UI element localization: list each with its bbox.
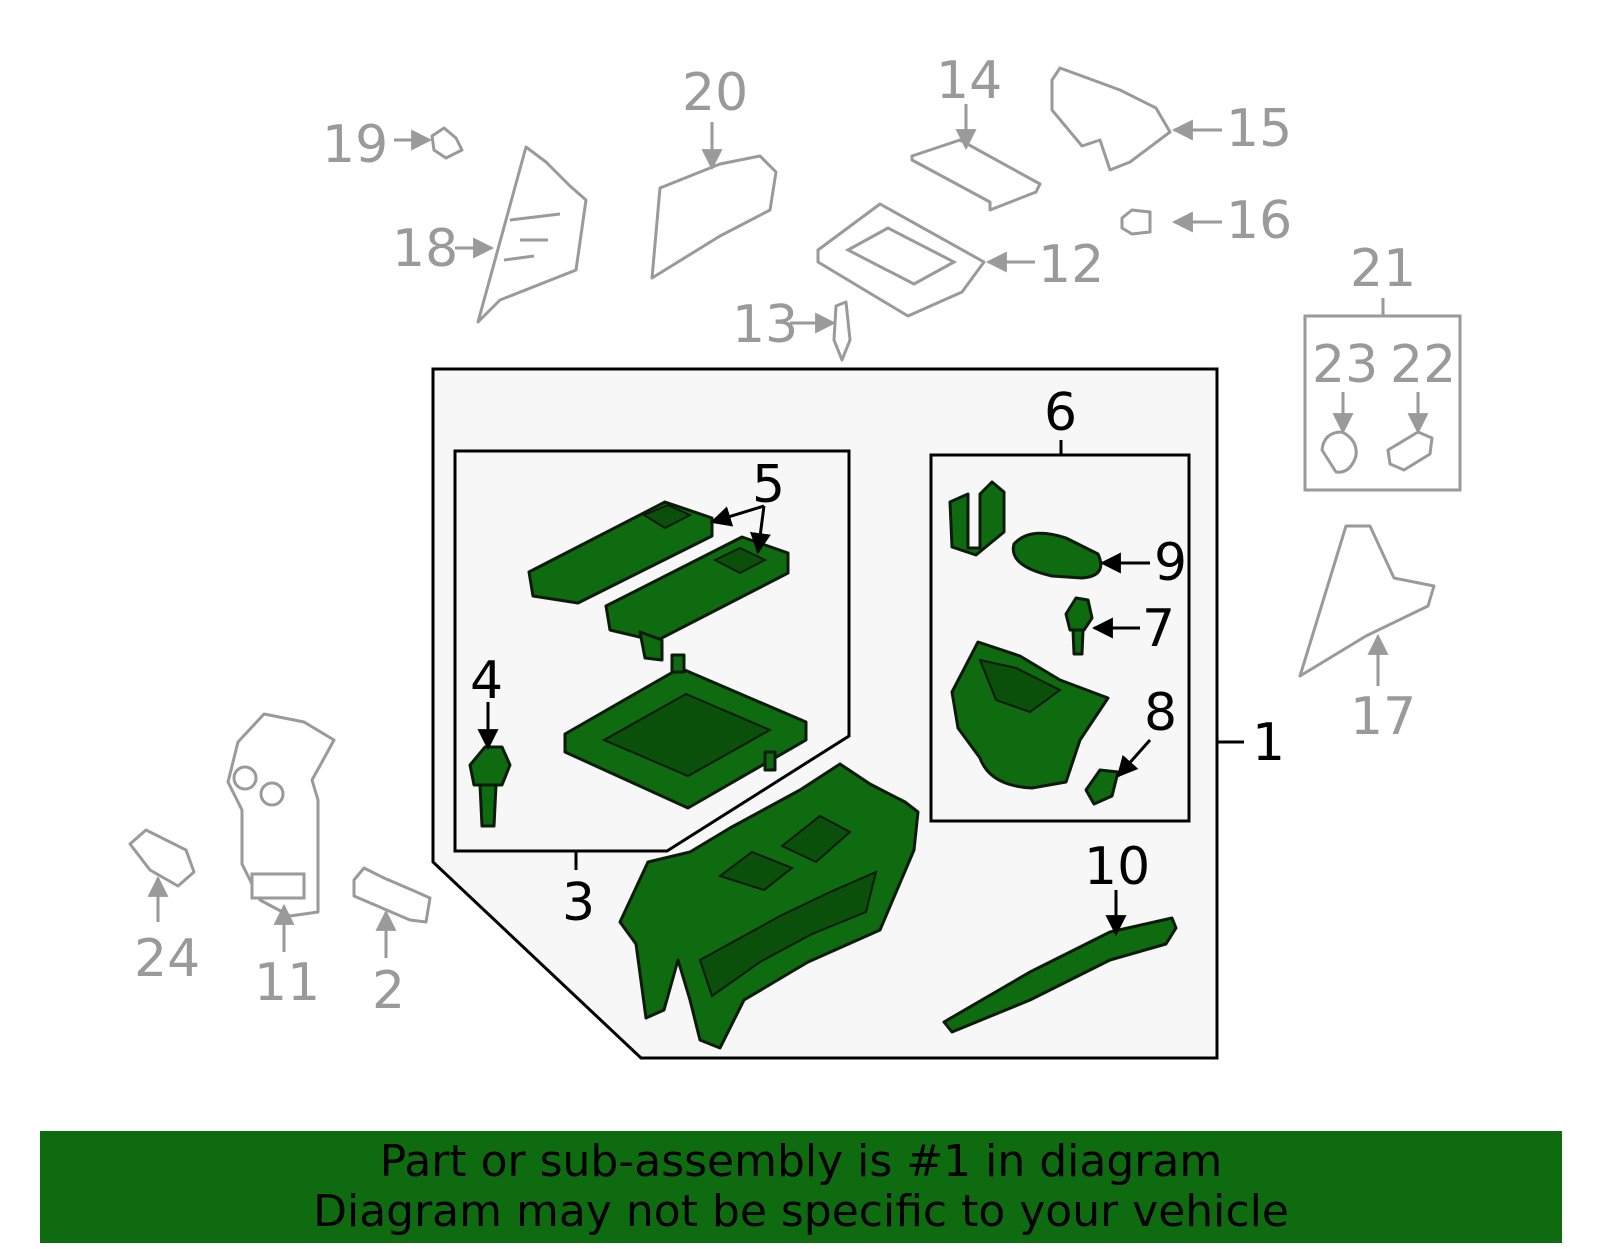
callout-22: 22 [1390, 335, 1456, 395]
plate-part-14 [910, 138, 1042, 212]
rear-panel-part-11 [226, 712, 336, 918]
cap-part-23 [1320, 430, 1358, 474]
bracket-part-2 [352, 866, 432, 924]
console-body [618, 762, 920, 1050]
footer-banner: Part or sub-assembly is #1 in diagram Di… [40, 1131, 1562, 1243]
footer-line-2: Diagram may not be specific to your vehi… [313, 1186, 1289, 1237]
bolt-part-16 [1120, 208, 1152, 236]
callout-4: 4 [470, 651, 503, 711]
callout-5: 5 [752, 455, 785, 515]
plug-part-7 [1064, 596, 1094, 656]
callout-11: 11 [254, 953, 320, 1013]
callout-19: 19 [322, 115, 388, 175]
button-part-24 [128, 828, 196, 888]
bolt-part-19 [430, 126, 464, 160]
bracket-part-6 [948, 480, 1006, 557]
callout-20: 20 [682, 63, 748, 123]
callout-1: 1 [1252, 713, 1285, 773]
callout-3: 3 [562, 873, 595, 933]
callout-23: 23 [1312, 335, 1378, 395]
callout-15: 15 [1226, 99, 1292, 159]
callout-2: 2 [372, 961, 405, 1021]
callout-24: 24 [134, 929, 200, 989]
callout-18: 18 [392, 219, 458, 279]
callout-6: 6 [1044, 383, 1077, 443]
tray-part-12 [816, 202, 986, 318]
clip-part-8 [1084, 768, 1120, 806]
panel-part-18 [476, 145, 588, 324]
callout-7: 7 [1142, 599, 1175, 659]
tray-base [563, 653, 808, 810]
box-part-21 [1303, 314, 1462, 492]
trim-strip-part-10 [942, 916, 1178, 1034]
callout-8: 8 [1144, 683, 1177, 743]
callout-16: 16 [1226, 191, 1292, 251]
mat-part-9 [1011, 531, 1103, 580]
footer-line-1: Part or sub-assembly is #1 in diagram [379, 1136, 1223, 1187]
callout-9: 9 [1154, 533, 1187, 593]
callout-17: 17 [1350, 687, 1416, 747]
panel-part-17 [1298, 524, 1436, 678]
panel-part-20 [650, 154, 778, 280]
callout-13: 13 [732, 295, 798, 355]
callout-10: 10 [1084, 837, 1150, 897]
cupholder-part [950, 640, 1110, 790]
lid-part-5 [527, 500, 790, 662]
bracket-part-15 [1050, 66, 1172, 172]
clip-part-13 [832, 300, 852, 362]
callout-21: 21 [1350, 239, 1416, 299]
callout-12: 12 [1038, 235, 1104, 295]
callout-14: 14 [936, 51, 1002, 111]
